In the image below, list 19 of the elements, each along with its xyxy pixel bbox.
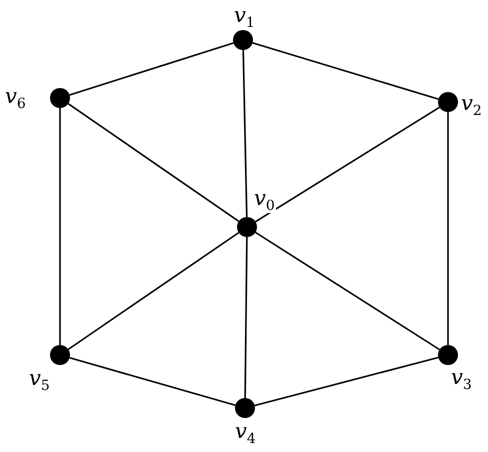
graph-edge: [59, 108, 61, 345]
vertex-dot: [50, 88, 70, 108]
vertex-dot: [50, 345, 70, 365]
vertex-dot: [233, 30, 253, 50]
graph-edge: [68, 103, 240, 222]
graph-edge: [447, 112, 449, 345]
vertex-dot: [438, 345, 458, 365]
vertex-dot: [235, 398, 255, 418]
graph-edge: [69, 42, 234, 96]
graph-edge: [242, 50, 248, 218]
vertex-dot: [438, 92, 458, 112]
graph-edge: [252, 42, 439, 100]
graph-edge: [68, 232, 240, 350]
graph-edge: [255, 232, 440, 350]
graph-edge: [255, 106, 440, 222]
vertex-dot: [237, 217, 257, 237]
graph-edge: [69, 356, 236, 406]
graph-edge: [254, 356, 439, 406]
graph-edge: [244, 237, 248, 398]
